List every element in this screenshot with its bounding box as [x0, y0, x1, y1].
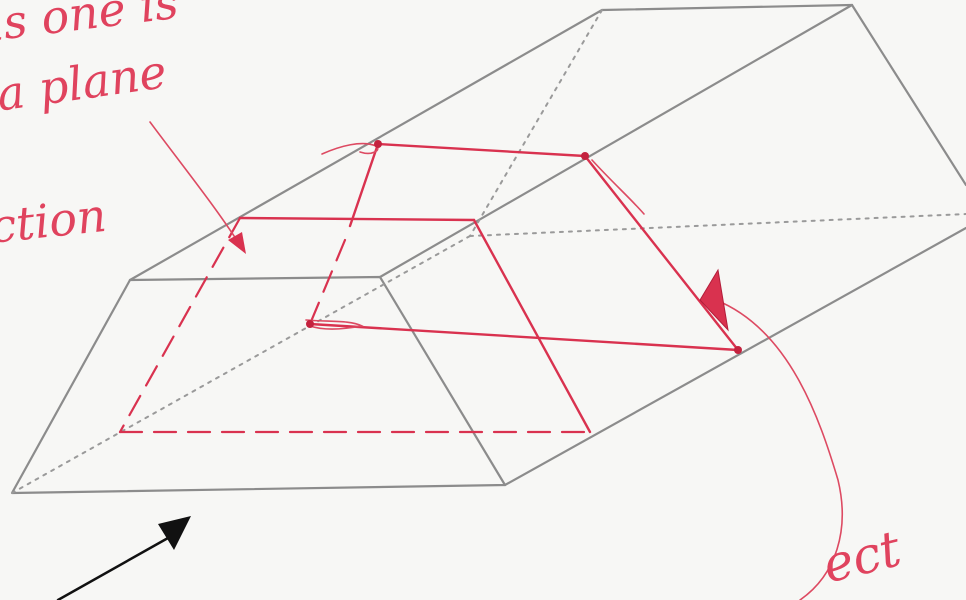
- scribble-top-left: [322, 144, 378, 154]
- oblique-left-edge-upper: [350, 144, 378, 226]
- hidden-back-left-edge: [470, 10, 602, 236]
- section-right-edge: [474, 220, 590, 432]
- section-top-edge: [240, 218, 474, 220]
- oblique-bottom-edge: [310, 324, 738, 350]
- vertex-dot: [306, 320, 314, 328]
- vertex-dot: [581, 152, 589, 160]
- top-left-long-edge: [130, 10, 602, 280]
- bottom-right-long-edge: [505, 228, 966, 485]
- oblique-right-edge: [585, 156, 738, 350]
- vertex-dot: [374, 140, 382, 148]
- front-face: [12, 277, 505, 493]
- back-right-edge: [852, 5, 966, 185]
- pointer-arrows: [58, 122, 842, 600]
- scribble-right: [592, 160, 644, 214]
- direction-arrow-shaft: [58, 538, 168, 600]
- oblique-top-edge: [378, 144, 585, 156]
- direction-arrowhead: [158, 516, 191, 550]
- left-pointer-line: [150, 122, 238, 242]
- hidden-bottom-long-edge: [12, 236, 470, 493]
- hidden-back-bottom-edge: [470, 214, 966, 236]
- cross-section: [120, 218, 590, 432]
- back-top-edge: [602, 5, 852, 10]
- section-left-edge: [120, 218, 240, 432]
- annotation-left-fragment: ction: [0, 192, 108, 250]
- top-right-long-edge: [380, 5, 852, 277]
- oblique-section: [306, 140, 742, 354]
- vertex-dot: [734, 346, 742, 354]
- oblique-left-edge-lower: [310, 240, 345, 324]
